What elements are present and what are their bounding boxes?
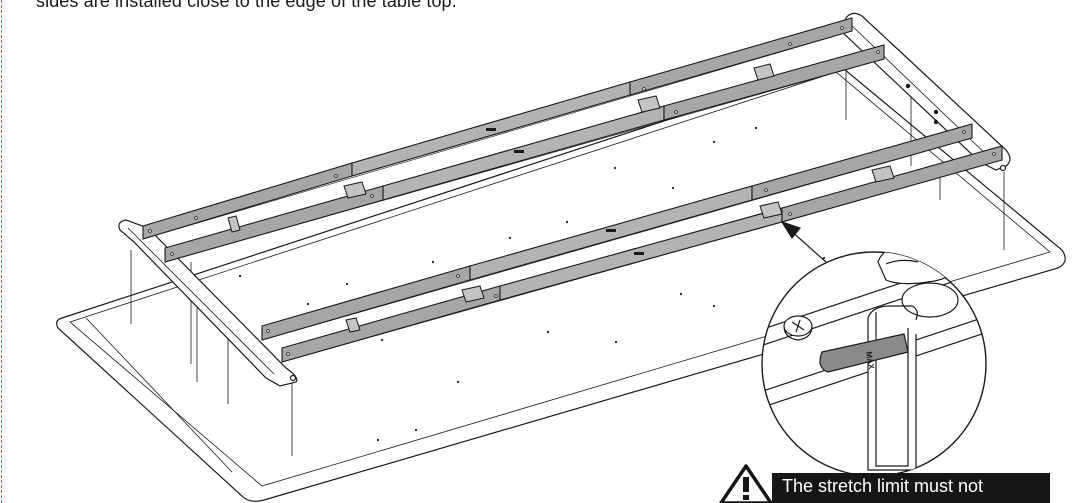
table-edge-detail xyxy=(85,317,233,473)
rail-rivets xyxy=(148,26,996,356)
detail-stamp-text: MAX xyxy=(864,351,876,371)
lower-rail-outer xyxy=(261,123,973,341)
warning-triangle-icon xyxy=(719,464,773,503)
detail-leader-arrow xyxy=(780,220,827,263)
rail-center-marks xyxy=(486,128,644,255)
screw-hole-dots xyxy=(238,126,826,442)
warning-bar xyxy=(772,473,1050,503)
page-margin-rule xyxy=(1,0,2,503)
vertical-guide-lines xyxy=(130,62,1005,456)
instruction-text: sides are installed close to the edge of… xyxy=(36,0,457,11)
warning-banner: The stretch limit must not xyxy=(718,463,1050,503)
warning-text: The stretch limit must not xyxy=(782,476,984,496)
rail-cross-brackets xyxy=(227,63,895,333)
left-side-bracket xyxy=(118,219,298,387)
